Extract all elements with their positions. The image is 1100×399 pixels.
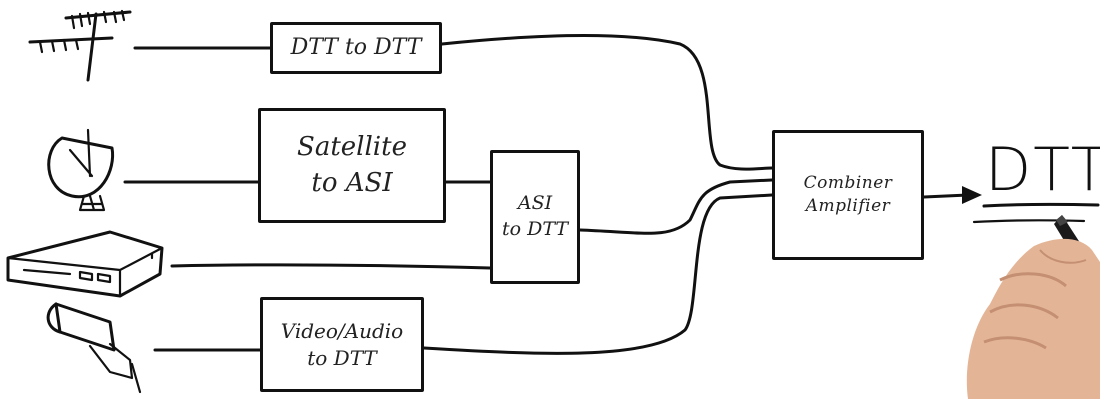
video-audio-to-dtt-block: Video/Audio to DTT bbox=[260, 297, 424, 392]
wire-asi-to-combiner bbox=[578, 178, 774, 235]
cctv-camera-icon bbox=[46, 302, 142, 394]
satellite-to-asi-label: Satellite to ASI bbox=[297, 132, 407, 198]
output-underline bbox=[982, 202, 1100, 208]
combiner-amplifier-block: Combiner Amplifier bbox=[772, 130, 924, 260]
dtt-output-label: DTT bbox=[985, 135, 1100, 205]
antenna-icon bbox=[28, 9, 132, 82]
dtt-to-dtt-label: DTT to DTT bbox=[290, 35, 422, 61]
set-top-box-icon bbox=[6, 230, 164, 298]
asi-to-dtt-label: ASI to DTT bbox=[501, 192, 569, 240]
dtt-to-dtt-block: DTT to DTT bbox=[270, 22, 442, 74]
satellite-dish-icon bbox=[47, 128, 115, 212]
output-arrow-line bbox=[922, 193, 970, 199]
video-audio-to-dtt-label: Video/Audio to DTT bbox=[280, 318, 404, 370]
combiner-amplifier-label: Combiner Amplifier bbox=[803, 173, 893, 216]
wire-set-top-box bbox=[170, 263, 492, 270]
hand-with-marker-icon bbox=[966, 215, 1100, 399]
output-underline-2 bbox=[972, 219, 1086, 224]
satellite-to-asi-block: Satellite to ASI bbox=[258, 108, 446, 223]
wire-dtt-to-combiner bbox=[440, 34, 774, 171]
wire-va-to-combiner bbox=[422, 193, 774, 355]
asi-to-dtt-block: ASI to DTT bbox=[490, 150, 580, 284]
output-arrowhead bbox=[962, 186, 982, 204]
